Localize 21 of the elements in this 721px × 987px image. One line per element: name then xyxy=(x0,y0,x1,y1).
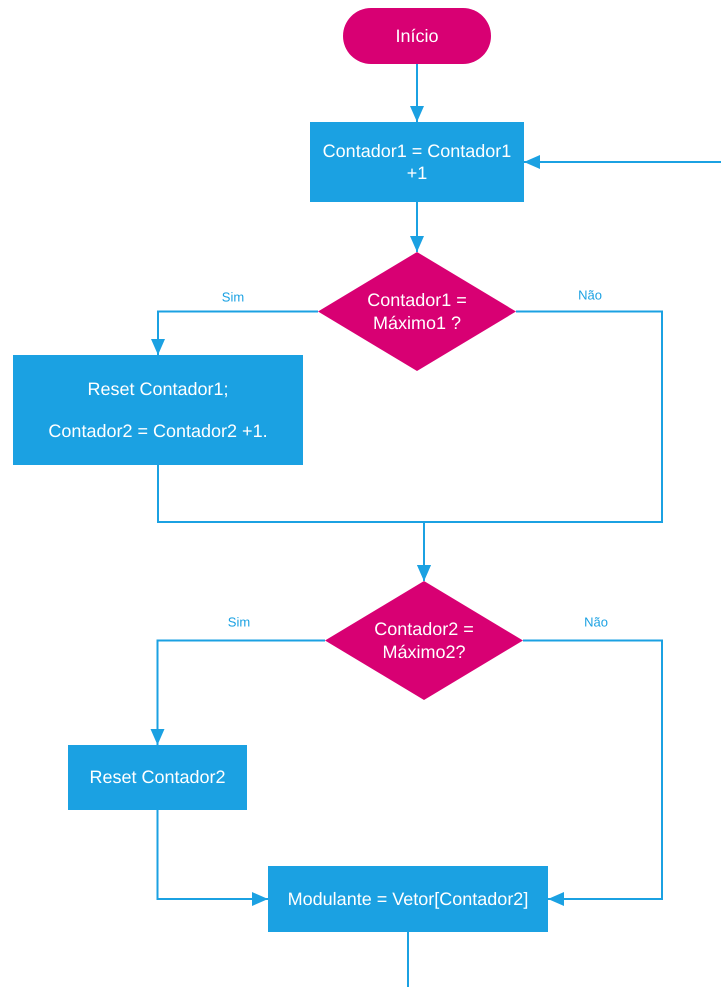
node-text: Início xyxy=(395,24,439,48)
process-box xyxy=(68,745,247,810)
connector-line xyxy=(407,932,409,987)
node-text: Contador1 = Máximo1 ? xyxy=(366,289,468,334)
arrow xyxy=(151,310,318,355)
arrow xyxy=(523,640,663,906)
node-text: Modulante = Vetor[Contador2] xyxy=(288,888,528,910)
arrow xyxy=(524,155,721,169)
node-text: Reset Contador2 xyxy=(89,766,226,789)
arrow xyxy=(410,64,424,122)
node-text: Contador1 = Contador1 +1 xyxy=(322,140,512,184)
process-box xyxy=(310,122,524,202)
node-text: Reset Contador1; xyxy=(87,378,229,400)
node-text: Contador2 = Contador2 +1. xyxy=(48,420,268,442)
node-text: Contador2 = Máximo2? xyxy=(373,618,475,663)
process-box xyxy=(13,355,303,465)
arrow xyxy=(156,810,268,906)
arrow xyxy=(150,640,325,745)
process-box xyxy=(268,866,548,932)
arrow xyxy=(410,202,424,252)
arrow xyxy=(417,310,663,581)
